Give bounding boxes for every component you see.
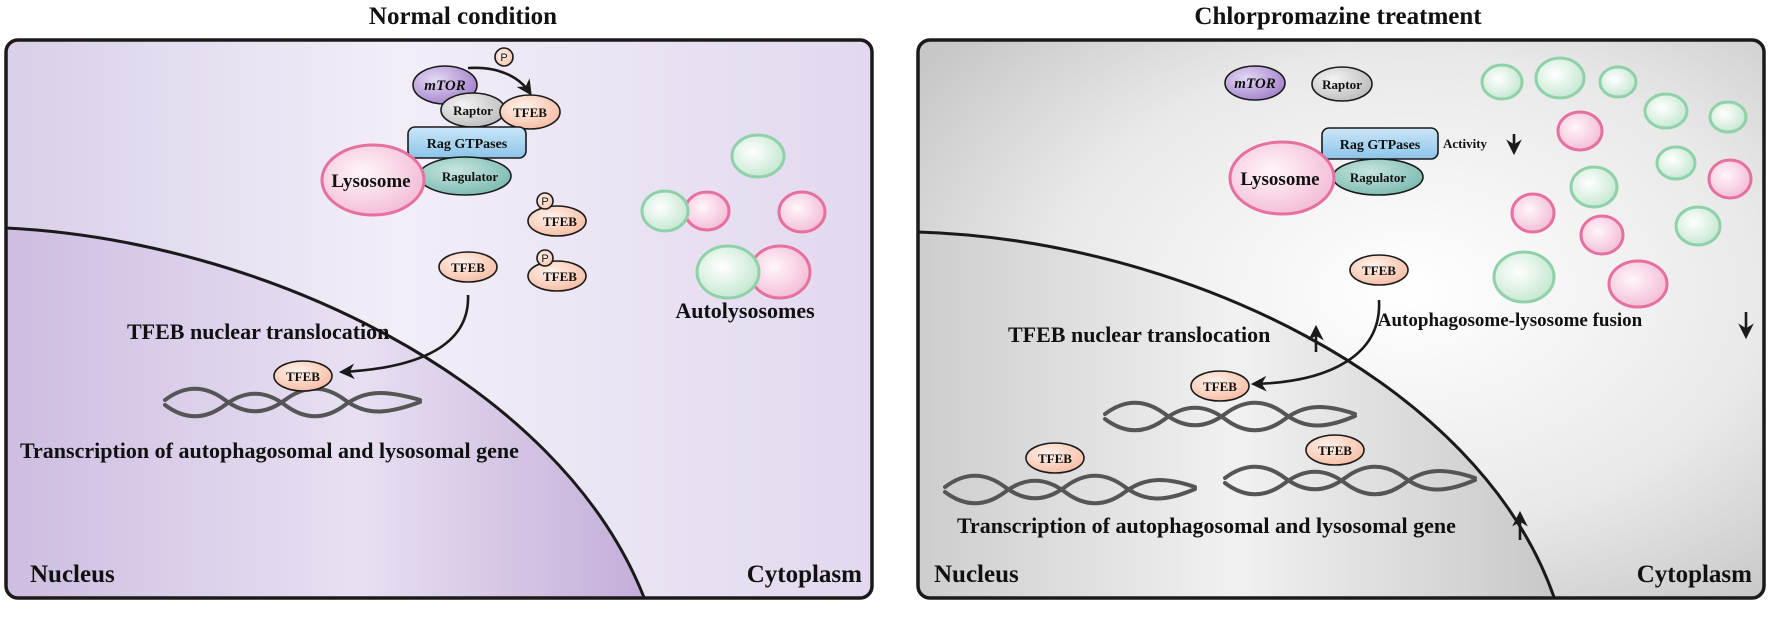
- left-rag-label: Rag GTPases: [427, 137, 508, 152]
- right-activity-label: Activity: [1443, 136, 1488, 151]
- left-tfeb-free: TFEB: [438, 251, 498, 283]
- right-dna-1: [1103, 400, 1357, 433]
- right-translocation-arrow: [1250, 299, 1381, 392]
- svg-text:P: P: [541, 253, 548, 265]
- right-panel-title: Chlorpromazine treatment: [1194, 3, 1482, 30]
- svg-text:TFEB: TFEB: [1203, 379, 1237, 394]
- svg-text:TFEB: TFEB: [286, 369, 320, 384]
- right-rag-label: Rag GTPases: [1340, 138, 1421, 153]
- left-mtor-complex: mTOR Raptor TFEB P: [412, 47, 561, 130]
- right-lysosome-complex: Rag GTPases Activity Ragulator Lysosome: [1228, 127, 1522, 216]
- left-phosphate-top-label: P: [500, 52, 507, 64]
- right-dna-3: [1223, 464, 1477, 497]
- left-autolysosomes: [640, 133, 827, 300]
- left-phosphorylation-arrow: [467, 66, 532, 96]
- right-tfeb-dna-3: TFEB: [1305, 434, 1365, 466]
- right-tfeb-free: TFEB: [1349, 254, 1409, 286]
- left-panel-frame: [4, 38, 874, 600]
- right-tfeb-dna-2: TFEB: [1025, 442, 1085, 474]
- left-raptor-label: Raptor: [453, 103, 493, 118]
- svg-text:TFEB: TFEB: [1318, 443, 1352, 458]
- right-lysosome-label: Lysosome: [1240, 169, 1319, 190]
- right-panel-frame: [916, 38, 1766, 600]
- right-vesicles: [1480, 56, 1753, 309]
- left-panel-title: Normal condition: [369, 3, 557, 30]
- left-nucleus-label: Nucleus: [30, 561, 115, 588]
- right-ragulator-label: Ragulator: [1350, 170, 1407, 185]
- svg-text:TFEB: TFEB: [1038, 451, 1072, 466]
- left-dna: [163, 386, 422, 419]
- svg-text:TFEB: TFEB: [543, 269, 577, 284]
- right-nucleus-shape: [918, 230, 1558, 598]
- right-translocation-label: TFEB nuclear translocation: [1008, 322, 1270, 347]
- right-dna-2: [943, 473, 1197, 506]
- left-cytoplasm-label: Cytoplasm: [747, 561, 862, 588]
- left-ragulator-label: Ragulator: [442, 169, 499, 184]
- left-mtor-label: mTOR: [424, 78, 465, 94]
- right-transcription-label: Transcription of autophagosomal and lyso…: [957, 513, 1456, 538]
- svg-text:TFEB: TFEB: [543, 214, 577, 229]
- svg-text:TFEB: TFEB: [1362, 263, 1396, 278]
- svg-text:Raptor: Raptor: [1322, 77, 1362, 92]
- svg-text:TFEB: TFEB: [451, 260, 485, 275]
- left-lysosome-label: Lysosome: [331, 171, 410, 192]
- left-ptfeb-1: TFEB P: [527, 192, 587, 237]
- svg-text:P: P: [541, 196, 548, 208]
- right-lysosome: [1228, 140, 1336, 216]
- left-lysosome: [320, 143, 426, 217]
- right-mtor: mTOR: [1224, 65, 1286, 101]
- left-translocation-arrow: [338, 294, 470, 380]
- right-nucleus-label: Nucleus: [934, 561, 1019, 588]
- left-tfeb-bound-label: TFEB: [513, 105, 547, 120]
- left-translocation-label: TFEB nuclear translocation: [127, 319, 389, 344]
- svg-text:mTOR: mTOR: [1234, 76, 1275, 92]
- left-ptfeb-2: TFEB P: [527, 249, 587, 292]
- right-fusion-label: Autophagosome-lysosome fusion: [1378, 310, 1643, 331]
- left-phosphate-top: [494, 47, 514, 67]
- left-autolysosomes-label: Autolysosomes: [675, 298, 815, 323]
- left-transcription-label: Transcription of autophagosomal and lyso…: [20, 438, 519, 463]
- right-cytoplasm-label: Cytoplasm: [1637, 561, 1752, 588]
- left-tfeb-on-dna: TFEB: [273, 360, 333, 392]
- right-tfeb-dna-1: TFEB: [1190, 370, 1250, 402]
- left-lysosome-complex: Rag GTPases Ragulator Lysosome: [320, 126, 527, 217]
- right-raptor: Raptor: [1311, 66, 1373, 102]
